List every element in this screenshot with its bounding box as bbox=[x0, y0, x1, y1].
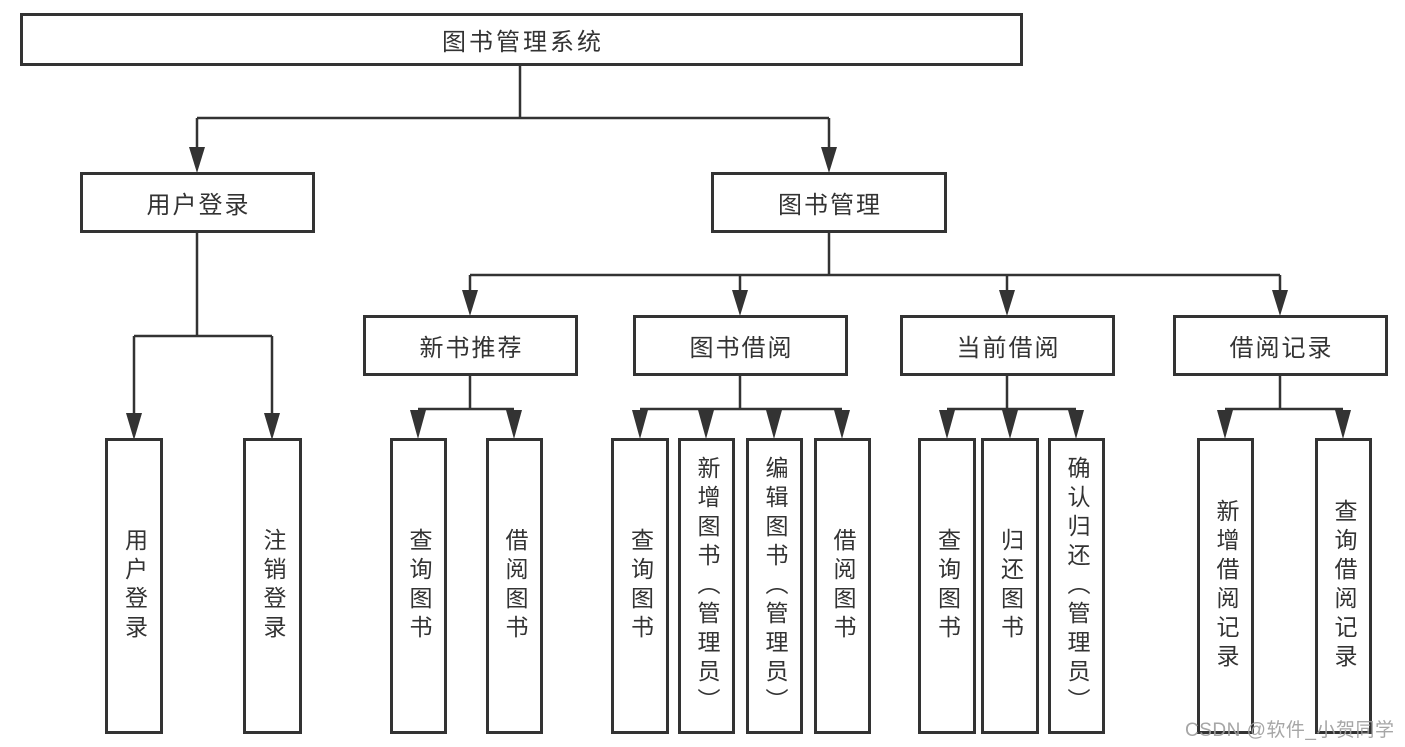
leaf-query-books-recommend: 查询图书 bbox=[390, 438, 447, 734]
node-book-borrowing: 图书借阅 bbox=[633, 315, 848, 376]
leaf-return-books: 归还图书 bbox=[981, 438, 1039, 734]
node-label: 用户登录 bbox=[121, 528, 148, 644]
node-label: 新增图书（管理员） bbox=[694, 455, 720, 717]
leaf-query-books-borrow: 查询图书 bbox=[611, 438, 669, 734]
node-library-management-system: 图书管理系统 bbox=[20, 13, 1023, 66]
leaf-edit-books-admin: 编辑图书（管理员） bbox=[746, 438, 803, 734]
connector-root-to-level2 bbox=[195, 66, 831, 148]
arrowheads-leaves bbox=[410, 410, 1351, 439]
node-label: 查询图书 bbox=[934, 528, 961, 644]
leaf-user-login: 用户登录 bbox=[105, 438, 163, 734]
connector-book-management-branch bbox=[468, 232, 1282, 291]
leaf-confirm-return-admin: 确认归还（管理员） bbox=[1048, 438, 1105, 734]
csdn-watermark: CSDN @软件_小贺同学 bbox=[1185, 720, 1395, 741]
node-label: 用户登录 bbox=[146, 192, 251, 219]
node-book-management: 图书管理 bbox=[711, 172, 947, 233]
node-current-borrowing: 当前借阅 bbox=[900, 315, 1115, 376]
leaf-add-books-admin: 新增图书（管理员） bbox=[678, 438, 735, 734]
node-borrowing-records: 借阅记录 bbox=[1173, 315, 1388, 376]
arrowheads-level2 bbox=[189, 147, 837, 173]
leaf-add-borrow-record: 新增借阅记录 bbox=[1197, 438, 1254, 734]
leaf-query-books-current: 查询图书 bbox=[918, 438, 976, 734]
arrowheads-user-login-branch bbox=[126, 413, 280, 440]
node-label: 查询借阅记录 bbox=[1331, 499, 1357, 673]
node-label: 查询图书 bbox=[627, 528, 654, 644]
node-label: 借阅图书 bbox=[830, 528, 856, 644]
node-label: 图书管理系统 bbox=[442, 29, 604, 56]
connector-user-login-branch bbox=[132, 232, 274, 414]
node-label: 新书推荐 bbox=[419, 335, 524, 362]
node-label: 确认归还（管理员） bbox=[1064, 455, 1090, 717]
node-label: 归还图书 bbox=[997, 528, 1024, 644]
leaf-logout: 注销登录 bbox=[243, 438, 302, 734]
leaf-borrow-books-recommend: 借阅图书 bbox=[486, 438, 543, 734]
node-label: 当前借阅 bbox=[956, 335, 1061, 362]
node-label: 借阅记录 bbox=[1229, 335, 1334, 362]
leaf-query-borrow-record: 查询借阅记录 bbox=[1315, 438, 1372, 734]
connector-level3-branches bbox=[418, 375, 1343, 411]
node-label: 借阅图书 bbox=[502, 528, 528, 644]
arrowheads-level3 bbox=[462, 290, 1288, 316]
leaf-borrow-books: 借阅图书 bbox=[814, 438, 871, 734]
node-label: 图书借阅 bbox=[689, 335, 794, 362]
node-label: 图书管理 bbox=[778, 192, 882, 219]
node-label: 编辑图书（管理员） bbox=[762, 455, 788, 717]
node-label: 注销登录 bbox=[260, 528, 286, 644]
node-new-book-recommendation: 新书推荐 bbox=[363, 315, 578, 376]
node-label: 查询图书 bbox=[406, 528, 432, 644]
node-user-login: 用户登录 bbox=[80, 172, 315, 233]
node-label: 新增借阅记录 bbox=[1213, 499, 1239, 673]
